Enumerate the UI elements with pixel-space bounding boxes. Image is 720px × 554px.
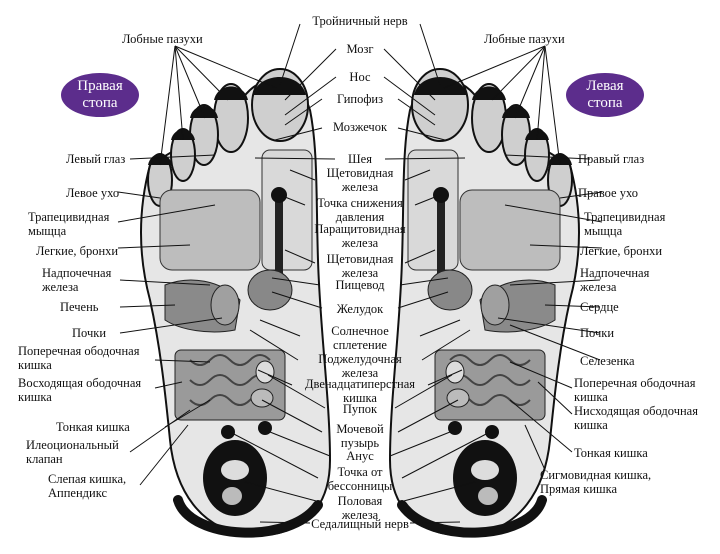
right-label-8: Селезенка: [580, 354, 635, 368]
center-label-18: Точка от бессонницы: [327, 465, 393, 493]
left-label-3: Трапецивидная мыщца: [28, 210, 110, 238]
right-label-5: Надпочечная железа: [580, 266, 650, 294]
right-label-10: Нисходящая ободочная кишка: [574, 404, 698, 432]
center-label-4: Мозжечок: [332, 120, 388, 134]
center-label-1: Мозг: [346, 42, 374, 56]
center-label-12: Солнечное сплетение: [331, 324, 389, 352]
right-label-7: Почки: [580, 326, 615, 340]
center-label-9: Щетовидная железа: [326, 252, 394, 280]
center-label-17: Анус: [346, 449, 374, 463]
right-label-12: Сигмовидная кишка, Прямая кишка: [540, 468, 652, 496]
center-label-5: Шея: [348, 152, 372, 166]
left-label-7: Почки: [72, 326, 107, 340]
left-label-11: Илеоциональный клапан: [26, 438, 119, 466]
center-label-11: Желудок: [336, 302, 384, 316]
left-foot-badge: Левая стопа: [566, 73, 644, 117]
left-label-4: Легкие, бронхи: [36, 244, 119, 258]
right-label-3: Трапецивидная мыщца: [584, 210, 666, 238]
left-label-9: Восходящая ободочная кишка: [18, 376, 142, 404]
left-label-5: Надпочечная железа: [42, 266, 112, 294]
center-label-20: Седалищный нерв: [311, 517, 409, 531]
left-label-6: Печень: [60, 300, 99, 314]
left-label-8: Поперечная ободочная кишка: [18, 344, 140, 372]
center-label-8: Паращитовидная железа: [314, 222, 406, 250]
left-label-10: Тонкая кишка: [56, 420, 130, 434]
center-label-13: Поджелудочная железа: [318, 352, 402, 380]
center-label-7: Точка снижения давления: [317, 196, 403, 224]
right-label-4: Легкие, бронхи: [580, 244, 663, 258]
left-label-2: Левое ухо: [66, 186, 120, 200]
right-label-6: Сердце: [580, 300, 619, 314]
left-label-1: Левый глаз: [66, 152, 126, 166]
leader-lines: [117, 23, 603, 524]
right-label-9: Поперечная ободочная кишка: [574, 376, 696, 404]
center-label-14: Двенадцатиперстная кишка: [304, 377, 416, 405]
center-label-6: Щетовидная железа: [326, 166, 394, 194]
right-label-2: Правое ухо: [578, 186, 638, 200]
right-foot-badge: Правая стопа: [61, 73, 139, 117]
center-label-0: Тройничный нерв: [312, 14, 408, 28]
right-label-11: Тонкая кишка: [574, 446, 648, 460]
left-label-0: Лобные пазухи: [122, 32, 203, 46]
center-label-10: Пищевод: [335, 278, 385, 292]
center-label-19: Половая железа: [337, 494, 383, 522]
left-label-12: Слепая кишка, Аппендикс: [48, 472, 127, 500]
right-label-1: Правый глаз: [578, 152, 645, 166]
center-label-16: Мочевой пузырь: [336, 422, 384, 450]
right-label-0: Лобные пазухи: [484, 32, 565, 46]
center-label-15: Пупок: [342, 402, 378, 416]
center-label-3: Гипофиз: [336, 92, 384, 106]
center-label-2: Нос: [349, 70, 371, 84]
